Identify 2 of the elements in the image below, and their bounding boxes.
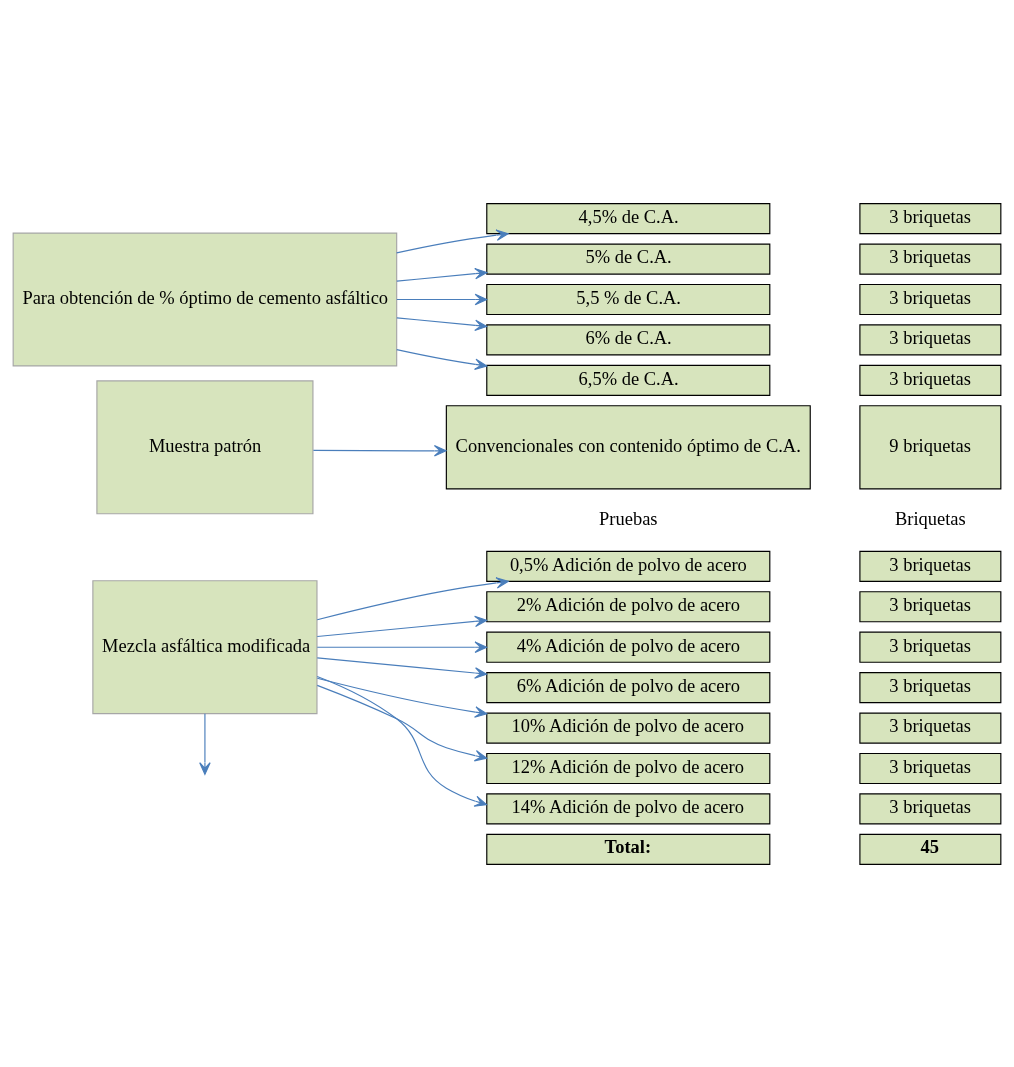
label: Pruebas bbox=[599, 508, 658, 529]
label: Briquetas bbox=[894, 508, 966, 529]
